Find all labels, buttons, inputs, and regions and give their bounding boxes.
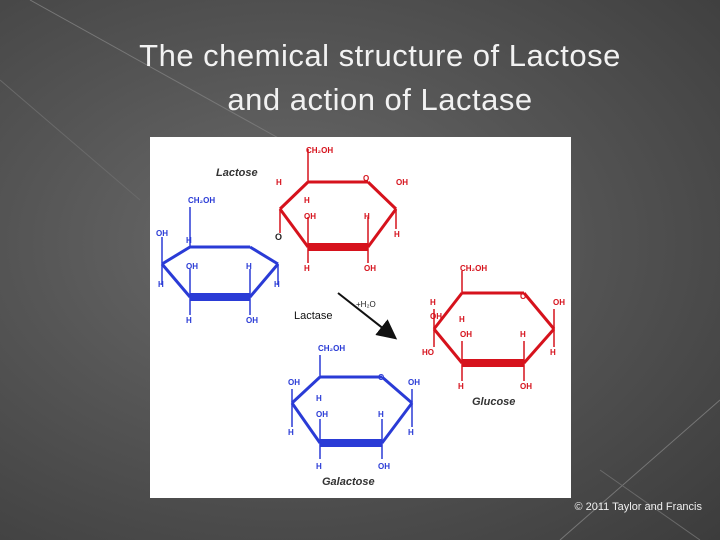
atom-label: CH₂OH — [188, 196, 215, 205]
atom-label: H — [274, 280, 280, 289]
enzyme-label: Lactase — [294, 310, 333, 322]
atom-label: CH₂OH — [460, 264, 487, 273]
atom-label: H — [459, 315, 465, 324]
glycosidic-oxygen-label: O — [275, 232, 282, 242]
atom-label: H — [550, 348, 556, 357]
atom-label: H — [186, 316, 192, 325]
lactose-glucose-labels: CH₂OH H O OH H OH H H H OH — [276, 146, 408, 273]
lactose-glucose-ring — [278, 149, 398, 263]
title-line-1: The chemical structure of Lactose — [139, 38, 621, 73]
atom-label: OH — [460, 330, 472, 339]
atom-label: CH₂OH — [306, 146, 333, 155]
atom-label: OH — [430, 312, 442, 321]
glucose-labels: CH₂OH H H O OH OH OH H HO H H OH — [422, 264, 565, 391]
atom-label: H — [430, 298, 436, 307]
atom-label: OH — [246, 316, 258, 325]
atom-label: CH₂OH — [318, 344, 345, 353]
atom-label: H — [458, 382, 464, 391]
atom-label: OH — [520, 382, 532, 391]
atom-label: H — [394, 230, 400, 239]
atom-label: OH — [288, 378, 300, 387]
atom-label: H — [364, 212, 370, 221]
atom-label: H — [276, 178, 282, 187]
atom-label: HO — [422, 348, 434, 357]
atom-label: H — [408, 428, 414, 437]
slide-title: The chemical structure of Lactose and ac… — [60, 34, 700, 122]
reaction-arrow — [337, 292, 398, 340]
water-label: +H₂O — [356, 300, 376, 309]
atom-label: H — [246, 262, 252, 271]
title-line-2: and action of Lactase — [227, 82, 533, 117]
atom-label: O — [363, 174, 369, 183]
lactose-label: Lactose — [216, 167, 258, 179]
atom-label: H — [316, 394, 322, 403]
atom-label: OH — [316, 410, 328, 419]
atom-label: OH — [396, 178, 408, 187]
lactose-galactose-labels: CH₂OH OH H OH H H H OH H — [156, 196, 280, 325]
atom-label: O — [520, 292, 526, 301]
copyright-notice: © 2011 Taylor and Francis — [574, 501, 702, 513]
atom-label: H — [158, 280, 164, 289]
atom-label: OH — [378, 462, 390, 471]
atom-label: H — [186, 236, 192, 245]
atom-label: OH — [364, 264, 376, 273]
atom-label: H — [304, 264, 310, 273]
atom-label: O — [378, 373, 384, 382]
atom-label: H — [288, 428, 294, 437]
glucose-ring — [432, 271, 556, 381]
atom-label: OH — [553, 298, 565, 307]
galactose-ring — [290, 355, 414, 459]
galactose-labels: CH₂OH OH O OH H OH H H H H OH — [288, 344, 420, 471]
atom-label: OH — [186, 262, 198, 271]
atom-label: OH — [304, 212, 316, 221]
lactose-galactose-ring — [160, 207, 280, 315]
atom-label: H — [520, 330, 526, 339]
galactose-label: Galactose — [322, 476, 375, 488]
atom-label: H — [316, 462, 322, 471]
atom-label: OH — [156, 229, 168, 238]
lactose-reaction-diagram: CH₂OH OH H OH H H H OH H O — [150, 137, 571, 498]
atom-label: H — [304, 196, 310, 205]
atom-label: OH — [408, 378, 420, 387]
atom-label: H — [378, 410, 384, 419]
glucose-label: Glucose — [472, 396, 515, 408]
